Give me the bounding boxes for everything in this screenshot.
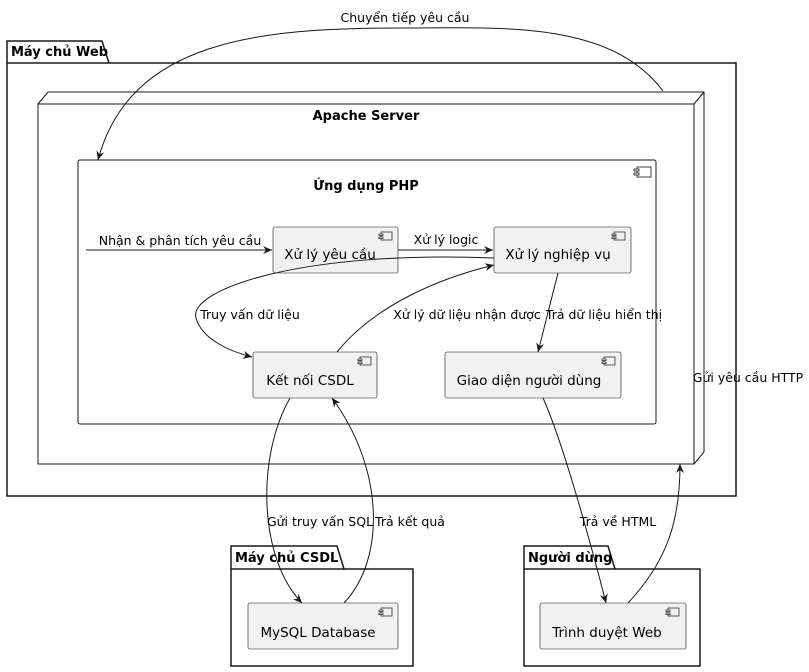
edge-label-query-data: Truy vấn dữ liệu (199, 307, 300, 322)
edge-label-send-sql: Gửi truy vấn SQL (267, 514, 373, 529)
edge-send-http: Gửi yêu cầu HTTP (627, 370, 804, 604)
edge-label-receive-parse: Nhận & phân tích yêu cầu (99, 233, 262, 248)
component-business-logic: Xử lý nghiệp vụ (493, 226, 632, 274)
edge-label-process-received: Xử lý dữ liệu nhận được (393, 307, 541, 322)
package-db-server: Máy chủ CSDL (230, 545, 414, 667)
package-title-web-server: Máy chủ Web (11, 45, 108, 60)
package-web-server: Máy chủ Web (6, 40, 737, 497)
component-user-interface: Giao diện người dùng (444, 351, 622, 399)
edge-label-forward-request: Chuyển tiếp yêu cầu (341, 10, 470, 25)
component-label: Xử lý yêu cầu (284, 247, 376, 263)
edge-return-display: Trả dữ liệu hiển thị (536, 272, 662, 353)
edge-return-html: Trả về HTML (542, 397, 656, 604)
component-icon (601, 356, 616, 366)
component-label: Xử lý nghiệp vụ (505, 247, 610, 263)
component-request-handler: Xử lý yêu cầu (272, 226, 399, 274)
edge-process-received: Xử lý dữ liệu nhận được (336, 263, 541, 353)
component-php-app: Ứng dụng PHP (77, 159, 657, 425)
edge-send-sql: Gửi truy vấn SQL (266, 397, 373, 604)
component-title-php-app: Ứng dụng PHP (313, 178, 419, 194)
component-icon (378, 607, 393, 617)
node-apache-server: Apache Server (37, 91, 705, 465)
edge-label-logic: Xử lý logic (414, 232, 479, 247)
edge-label-return-result: Trả kết quả (374, 514, 445, 529)
component-browser: Trình duyệt Web (539, 602, 687, 650)
edge-label-return-html: Trả về HTML (579, 514, 656, 529)
package-title-db-server: Máy chủ CSDL (235, 551, 338, 566)
edge-return-result: Trả kết quả (331, 397, 445, 604)
component-label: Kết nối CSDL (266, 372, 354, 389)
edge-label-send-http: Gửi yêu cầu HTTP (693, 370, 804, 385)
component-label: Giao diện người dùng (457, 373, 602, 389)
node-title-apache: Apache Server (313, 109, 420, 124)
component-icon (665, 607, 680, 617)
component-icon (633, 166, 652, 178)
component-label: Trình duyệt Web (551, 625, 661, 641)
component-icon (357, 356, 372, 366)
edge-logic: Xử lý logic (398, 232, 493, 254)
component-label: MySQL Database (260, 625, 375, 641)
component-icon (378, 231, 393, 241)
component-icon (611, 231, 626, 241)
package-title-user: Người dùng (528, 551, 612, 566)
component-mysql: MySQL Database (247, 602, 399, 650)
edge-receive-parse: Nhận & phân tích yêu cầu (86, 233, 272, 254)
package-user: Người dùng (523, 545, 701, 667)
edge-label-return-display: Trả dữ liệu hiển thị (545, 307, 662, 322)
edge-forward-request: Chuyển tiếp yêu cầu (96, 10, 664, 161)
component-db-connection: Kết nối CSDL (252, 351, 378, 399)
edge-query-data: Truy vấn dữ liệu (195, 256, 495, 359)
